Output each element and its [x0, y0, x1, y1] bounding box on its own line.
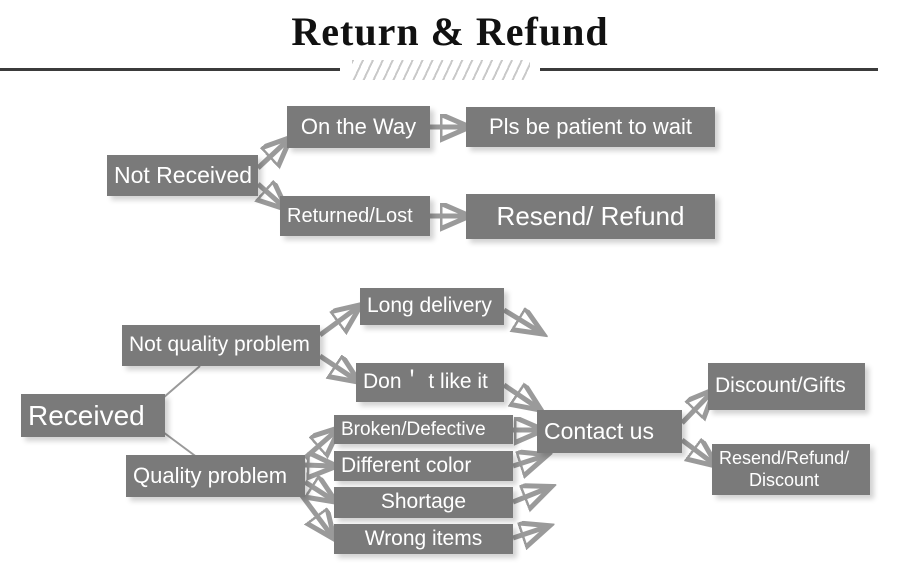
- node-dont-like-it[interactable]: Don＇ t like it: [356, 363, 504, 402]
- node-returned-lost[interactable]: Returned/Lost: [280, 196, 430, 236]
- node-different-color[interactable]: Different color: [334, 451, 513, 481]
- node-broken-defective[interactable]: Broken/Defective: [334, 415, 513, 444]
- node-wrong-items[interactable]: Wrong items: [334, 524, 513, 554]
- node-contact-us[interactable]: Contact us: [537, 410, 682, 453]
- divider-rule-right: [540, 68, 878, 71]
- node-shortage[interactable]: Shortage: [334, 487, 513, 518]
- node-resend-refund-discount[interactable]: Resend/Refund/ Discount: [712, 444, 870, 495]
- node-discount-gifts[interactable]: Discount/Gifts: [708, 363, 865, 410]
- node-pls-be-patient-to-wait[interactable]: Pls be patient to wait: [466, 107, 715, 147]
- node-quality-problem[interactable]: Quality problem: [126, 455, 305, 497]
- node-received[interactable]: Received: [21, 394, 165, 437]
- node-not-received[interactable]: Not Received: [107, 155, 258, 196]
- node-on-the-way[interactable]: On the Way: [287, 106, 430, 148]
- node-long-delivery[interactable]: Long delivery: [360, 288, 504, 325]
- divider-hatch-ornament: [352, 60, 530, 80]
- page-title: Return & Refund: [291, 9, 609, 54]
- node-not-quality-problem[interactable]: Not quality problem: [122, 325, 320, 366]
- node-resend-refund[interactable]: Resend/ Refund: [466, 194, 715, 239]
- divider-rule-left: [0, 68, 340, 71]
